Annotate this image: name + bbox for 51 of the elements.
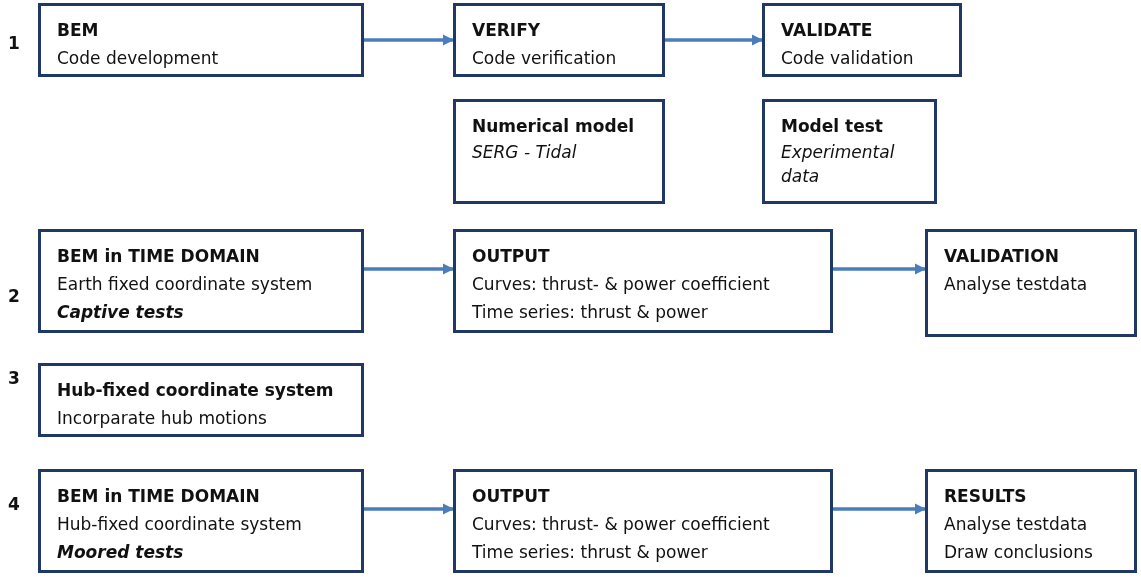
arrow xyxy=(364,503,455,515)
arrow xyxy=(665,34,764,46)
box-text: Experimental data xyxy=(781,141,896,188)
box-heading: VALIDATE xyxy=(781,19,874,42)
row-number: 3 xyxy=(8,368,20,388)
row-number: 2 xyxy=(8,286,20,306)
process-box xyxy=(38,469,364,573)
box-heading: BEM xyxy=(57,19,100,42)
box-text: SERG - Tidal xyxy=(472,141,578,164)
box-text: Time series: thrust & power xyxy=(472,301,709,324)
row-number: 4 xyxy=(8,494,20,514)
box-text: Code development xyxy=(57,47,220,70)
box-heading: RESULTS xyxy=(944,485,1028,508)
arrow xyxy=(833,503,927,515)
box-text: Hub-fixed coordinate system xyxy=(57,513,303,536)
box-note: Captive tests xyxy=(57,301,185,324)
box-heading: Numerical model xyxy=(472,115,635,138)
box-heading: BEM in TIME DOMAIN xyxy=(57,245,261,268)
process-box xyxy=(38,229,364,333)
row-number: 1 xyxy=(8,33,20,53)
box-text: Curves: thrust- & power coefficient xyxy=(472,513,771,536)
box-heading: Model test xyxy=(781,115,884,138)
process-box xyxy=(453,469,833,573)
box-heading: BEM in TIME DOMAIN xyxy=(57,485,261,508)
process-box xyxy=(38,3,364,77)
process-box xyxy=(925,229,1137,337)
box-heading: VERIFY xyxy=(472,19,542,42)
box-note: Moored tests xyxy=(57,541,185,564)
arrow xyxy=(833,263,927,275)
process-box xyxy=(453,229,833,333)
process-box xyxy=(762,3,962,77)
box-text: Earth fixed coordinate system xyxy=(57,273,314,296)
process-box xyxy=(453,99,665,204)
box-heading: OUTPUT xyxy=(472,485,551,508)
box-text: Analyse testdata xyxy=(944,273,1089,296)
process-box xyxy=(453,3,665,77)
box-text: Analyse testdata xyxy=(944,513,1089,536)
box-text: Curves: thrust- & power coefficient xyxy=(472,273,771,296)
box-text: Incorparate hub motions xyxy=(57,407,268,430)
box-text: Code verification xyxy=(472,47,618,70)
process-box xyxy=(762,99,937,204)
arrow xyxy=(364,34,455,46)
arrow xyxy=(364,263,455,275)
box-text: Draw conclusions xyxy=(944,541,1094,564)
box-heading: OUTPUT xyxy=(472,245,551,268)
process-box xyxy=(925,469,1137,573)
box-text: Code validation xyxy=(781,47,915,70)
process-box xyxy=(38,363,364,437)
box-heading: VALIDATION xyxy=(944,245,1060,268)
box-text: Time series: thrust & power xyxy=(472,541,709,564)
box-heading: Hub-fixed coordinate system xyxy=(57,379,335,402)
